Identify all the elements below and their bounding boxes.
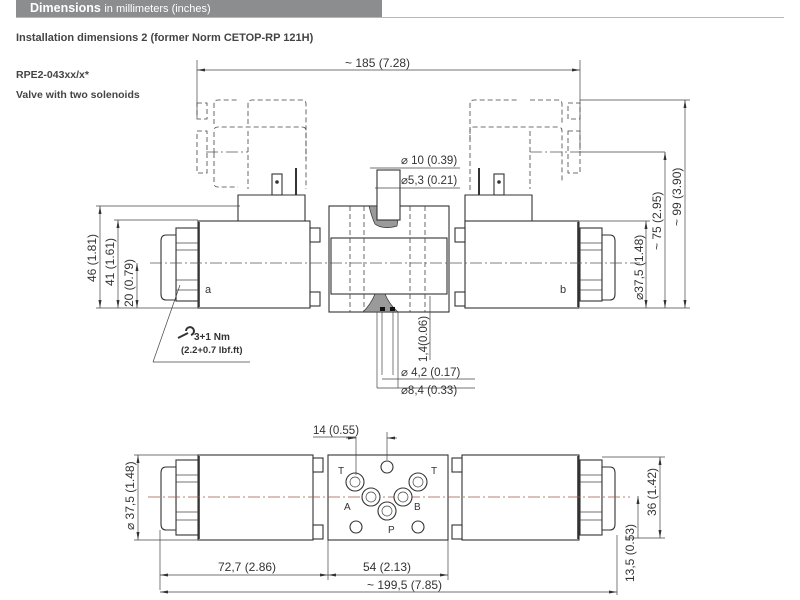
top-view: T T A B P 14 (0.55) ⌀ 37,5 (1.48) 36 (1.…: [123, 425, 665, 595]
solenoid-b: b: [454, 220, 616, 309]
wrench-icon: [177, 326, 195, 339]
dim-overall-199-5: ~ 199,5 (7.85): [367, 578, 442, 592]
side-view: ~ 185 (7.28): [85, 56, 690, 397]
model-description: Valve with two solenoids: [16, 89, 140, 101]
dim-length-72-7: 72,7 (2.86): [218, 560, 276, 574]
dim-height-99: ~ 99 (3.90): [670, 168, 684, 226]
dim-offset-13-5: 13,5 (0.53): [623, 524, 637, 582]
installation-title: Installation dimensions 2 (former Norm C…: [16, 32, 314, 44]
solenoid-a-label: a: [205, 284, 212, 296]
section-header: Dimensions in millimeters (inches): [30, 1, 211, 17]
valve-body-side: [328, 169, 450, 313]
solenoid-a: a: [160, 220, 321, 309]
header-subtitle: in millimeters (inches): [104, 3, 211, 15]
torque-value: 3+1 Nm: [194, 332, 230, 343]
dim-bore-5-3: ⌀5,3 (0.21): [401, 175, 457, 187]
dim-port-offset-14: 14 (0.55): [313, 425, 359, 437]
dim-coil-diameter-top: ⌀ 37,5 (1.48): [123, 461, 137, 530]
section-header-rule: [16, 17, 784, 18]
dim-height-46: 46 (1.81): [85, 234, 99, 282]
port-label-t-right: T: [431, 466, 437, 477]
torque-value-imperial: (2.2+0.7 lbf.ft): [181, 345, 243, 356]
dim-height-75: ~ 75 (2.95): [650, 192, 664, 250]
connector-right-dashed: [469, 99, 690, 190]
dim-bore-10: ⌀ 10 (0.39): [401, 155, 457, 167]
solenoid-b-label: b: [560, 284, 566, 296]
dim-height-36: 36 (1.42): [645, 468, 659, 516]
port-label-p: P: [388, 525, 395, 536]
dim-coil-diameter-side: ⌀37,5 (1.48): [632, 235, 646, 300]
port-label-b: B: [414, 502, 421, 513]
connector-left-dashed: [196, 99, 307, 189]
dim-overall-185: ~ 185 (7.28): [345, 56, 410, 70]
dim-recess-1-4: 1,4(0.06): [418, 316, 430, 362]
port-label-t-left: T: [338, 466, 344, 477]
section-header-bar: [16, 0, 382, 17]
model-code: RPE2-043xx/x*: [16, 69, 89, 81]
dim-height-41: 41 (1.61): [103, 238, 117, 286]
dim-port-4-2: ⌀ 4,2 (0.17): [401, 367, 461, 379]
dim-length-54: 54 (2.13): [363, 560, 411, 574]
port-pattern: T T A B P: [338, 460, 437, 536]
header-title: Dimensions: [30, 1, 101, 15]
dim-height-20: 20 (0.79): [122, 259, 136, 307]
port-label-a: A: [344, 502, 351, 513]
dim-oring-8-4: ⌀8,4 (0.33): [401, 385, 457, 397]
